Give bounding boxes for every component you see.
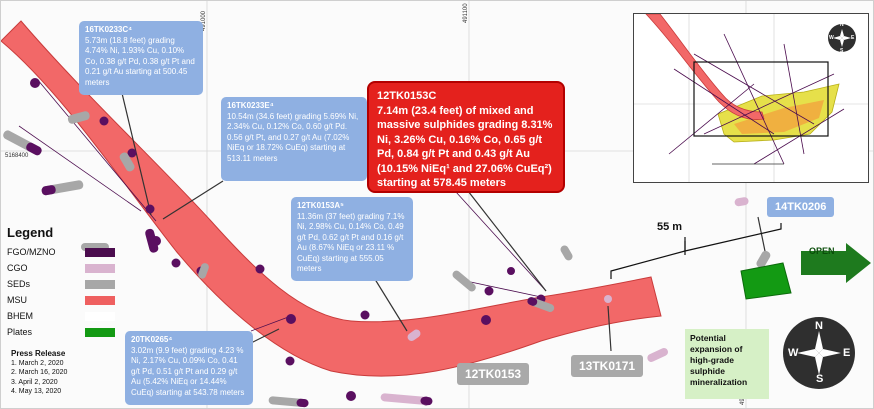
legend-title: Legend [7, 225, 54, 240]
legend-label: MSU [7, 295, 27, 305]
callout-body: 3.02m (9.9 feet) grading 4.23 % Ni, 2.17… [131, 345, 245, 397]
callout-16tk0233e: 16TK0233E⁴ 10.54m (34.6 feet) grading 5.… [221, 97, 367, 181]
callout-body: 7.14m (23.4 feet) of mixed and massive s… [377, 104, 553, 190]
inset-map: N S E W [633, 13, 869, 183]
callout-title: 16TK0233E⁴ [227, 101, 274, 110]
inset-compass-n: N [840, 22, 844, 28]
open-arrow [801, 243, 871, 283]
inset-canvas [634, 14, 868, 182]
compass-e: E [843, 347, 851, 359]
legend-item-seds: SEDs [7, 276, 125, 292]
drill-segments [3, 111, 771, 408]
callout-title: 12TK0153A⁵ [297, 201, 344, 210]
potential-expansion-note: Potential expansion of high-grade sulphi… [685, 329, 769, 399]
coord-y-1: 5168400 [5, 153, 29, 159]
legend-label: CGO [7, 263, 28, 273]
legend-item-fgo: FGO/MZNO [7, 244, 125, 260]
press-release-item: 2. March 16, 2020 [11, 369, 68, 376]
callout-16tk0233c: 16TK0233C⁴ 5.73m (18.8 feet) grading 4.7… [79, 21, 203, 95]
press-release-title: Press Release [11, 349, 66, 358]
legend: Legend FGO/MZNO CGO SEDs MSU BHEM Plates [7, 225, 125, 340]
label-distance: 55 m [657, 221, 683, 233]
callout-20tk0265: 20TK0265⁴ 3.02m (9.9 feet) grading 4.23 … [125, 331, 253, 405]
legend-item-msu: MSU [7, 292, 125, 308]
callout-title: 16TK0233C⁴ [85, 25, 133, 34]
msu-body [1, 20, 662, 377]
legend-item-bhem: BHEM [7, 308, 125, 324]
legend-swatch [85, 327, 115, 337]
compass-w: W [788, 347, 799, 359]
legend-swatch [85, 263, 115, 273]
callout-12tk0153c: 12TK0153C 7.14m (23.4 feet) of mixed and… [367, 81, 565, 193]
callout-arrows [120, 88, 768, 352]
legend-swatch [85, 311, 115, 321]
plates-shape [740, 262, 792, 300]
label-13tk0171: 13TK0171 [571, 355, 644, 377]
legend-label: BHEM [7, 311, 34, 321]
callout-body: 5.73m (18.8 feet) grading 4.74% Ni, 1.93… [85, 35, 195, 87]
press-release-item: 4. May 13, 2020 [11, 388, 62, 395]
legend-label: FGO/MZNO [7, 247, 56, 257]
legend-item-plates: Plates [7, 324, 125, 340]
compass-s: S [816, 373, 824, 385]
legend-label: SEDs [7, 279, 31, 289]
coord-x-2: 491100 [463, 3, 469, 23]
label-open: OPEN [809, 246, 835, 256]
legend-swatch [85, 295, 115, 305]
legend-item-cgo: CGO [7, 260, 125, 276]
inset-compass-s: S [840, 48, 844, 54]
compass-rose [783, 317, 855, 389]
compass-n: N [815, 320, 823, 332]
press-release-list: Press Release 1. March 2, 2020 2. March … [11, 349, 67, 397]
cgo-marker [604, 295, 612, 303]
callout-body: 11.36m (37 feet) grading 7.1% Ni, 2.98% … [297, 211, 405, 274]
inset-compass-e: E [851, 35, 855, 41]
legend-swatch [85, 279, 115, 289]
drill-markers [30, 78, 546, 406]
press-release-item: 3. April 2, 2020 [11, 378, 58, 386]
legend-swatch [85, 247, 115, 257]
label-14tk0206: 14TK0206 [767, 197, 835, 217]
callout-title: 12TK0153C [377, 90, 437, 102]
callout-12tk0153a: 12TK0153A⁵ 11.36m (37 feet) grading 7.1%… [291, 197, 413, 281]
press-release-item: 1. March 2, 2020 [11, 359, 64, 367]
drill-traces [18, 78, 547, 332]
legend-label: Plates [7, 327, 33, 337]
label-12tk0153: 12TK0153 [457, 363, 530, 385]
callout-body: 10.54m (34.6 feet) grading 5.69% Ni, 2.3… [227, 111, 359, 163]
inset-compass-w: W [829, 35, 834, 41]
callout-title: 20TK0265⁴ [131, 335, 173, 344]
